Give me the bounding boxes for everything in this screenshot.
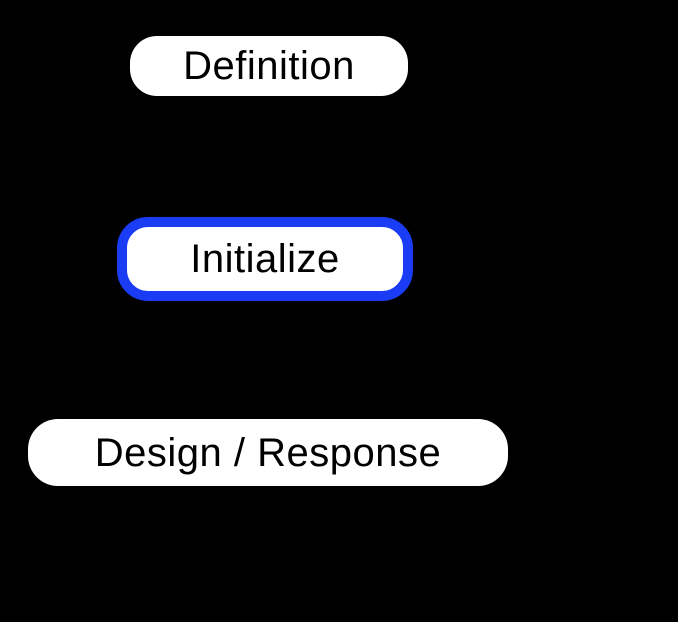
node-design-response-label: Design / Response (94, 430, 442, 475)
node-design-response[interactable]: Design / Response (28, 419, 508, 486)
node-initialize-label: Initialize (190, 237, 340, 281)
node-definition[interactable]: Definition (130, 36, 408, 96)
node-initialize[interactable]: Initialize (117, 217, 413, 301)
node-definition-label: Definition (183, 44, 355, 88)
